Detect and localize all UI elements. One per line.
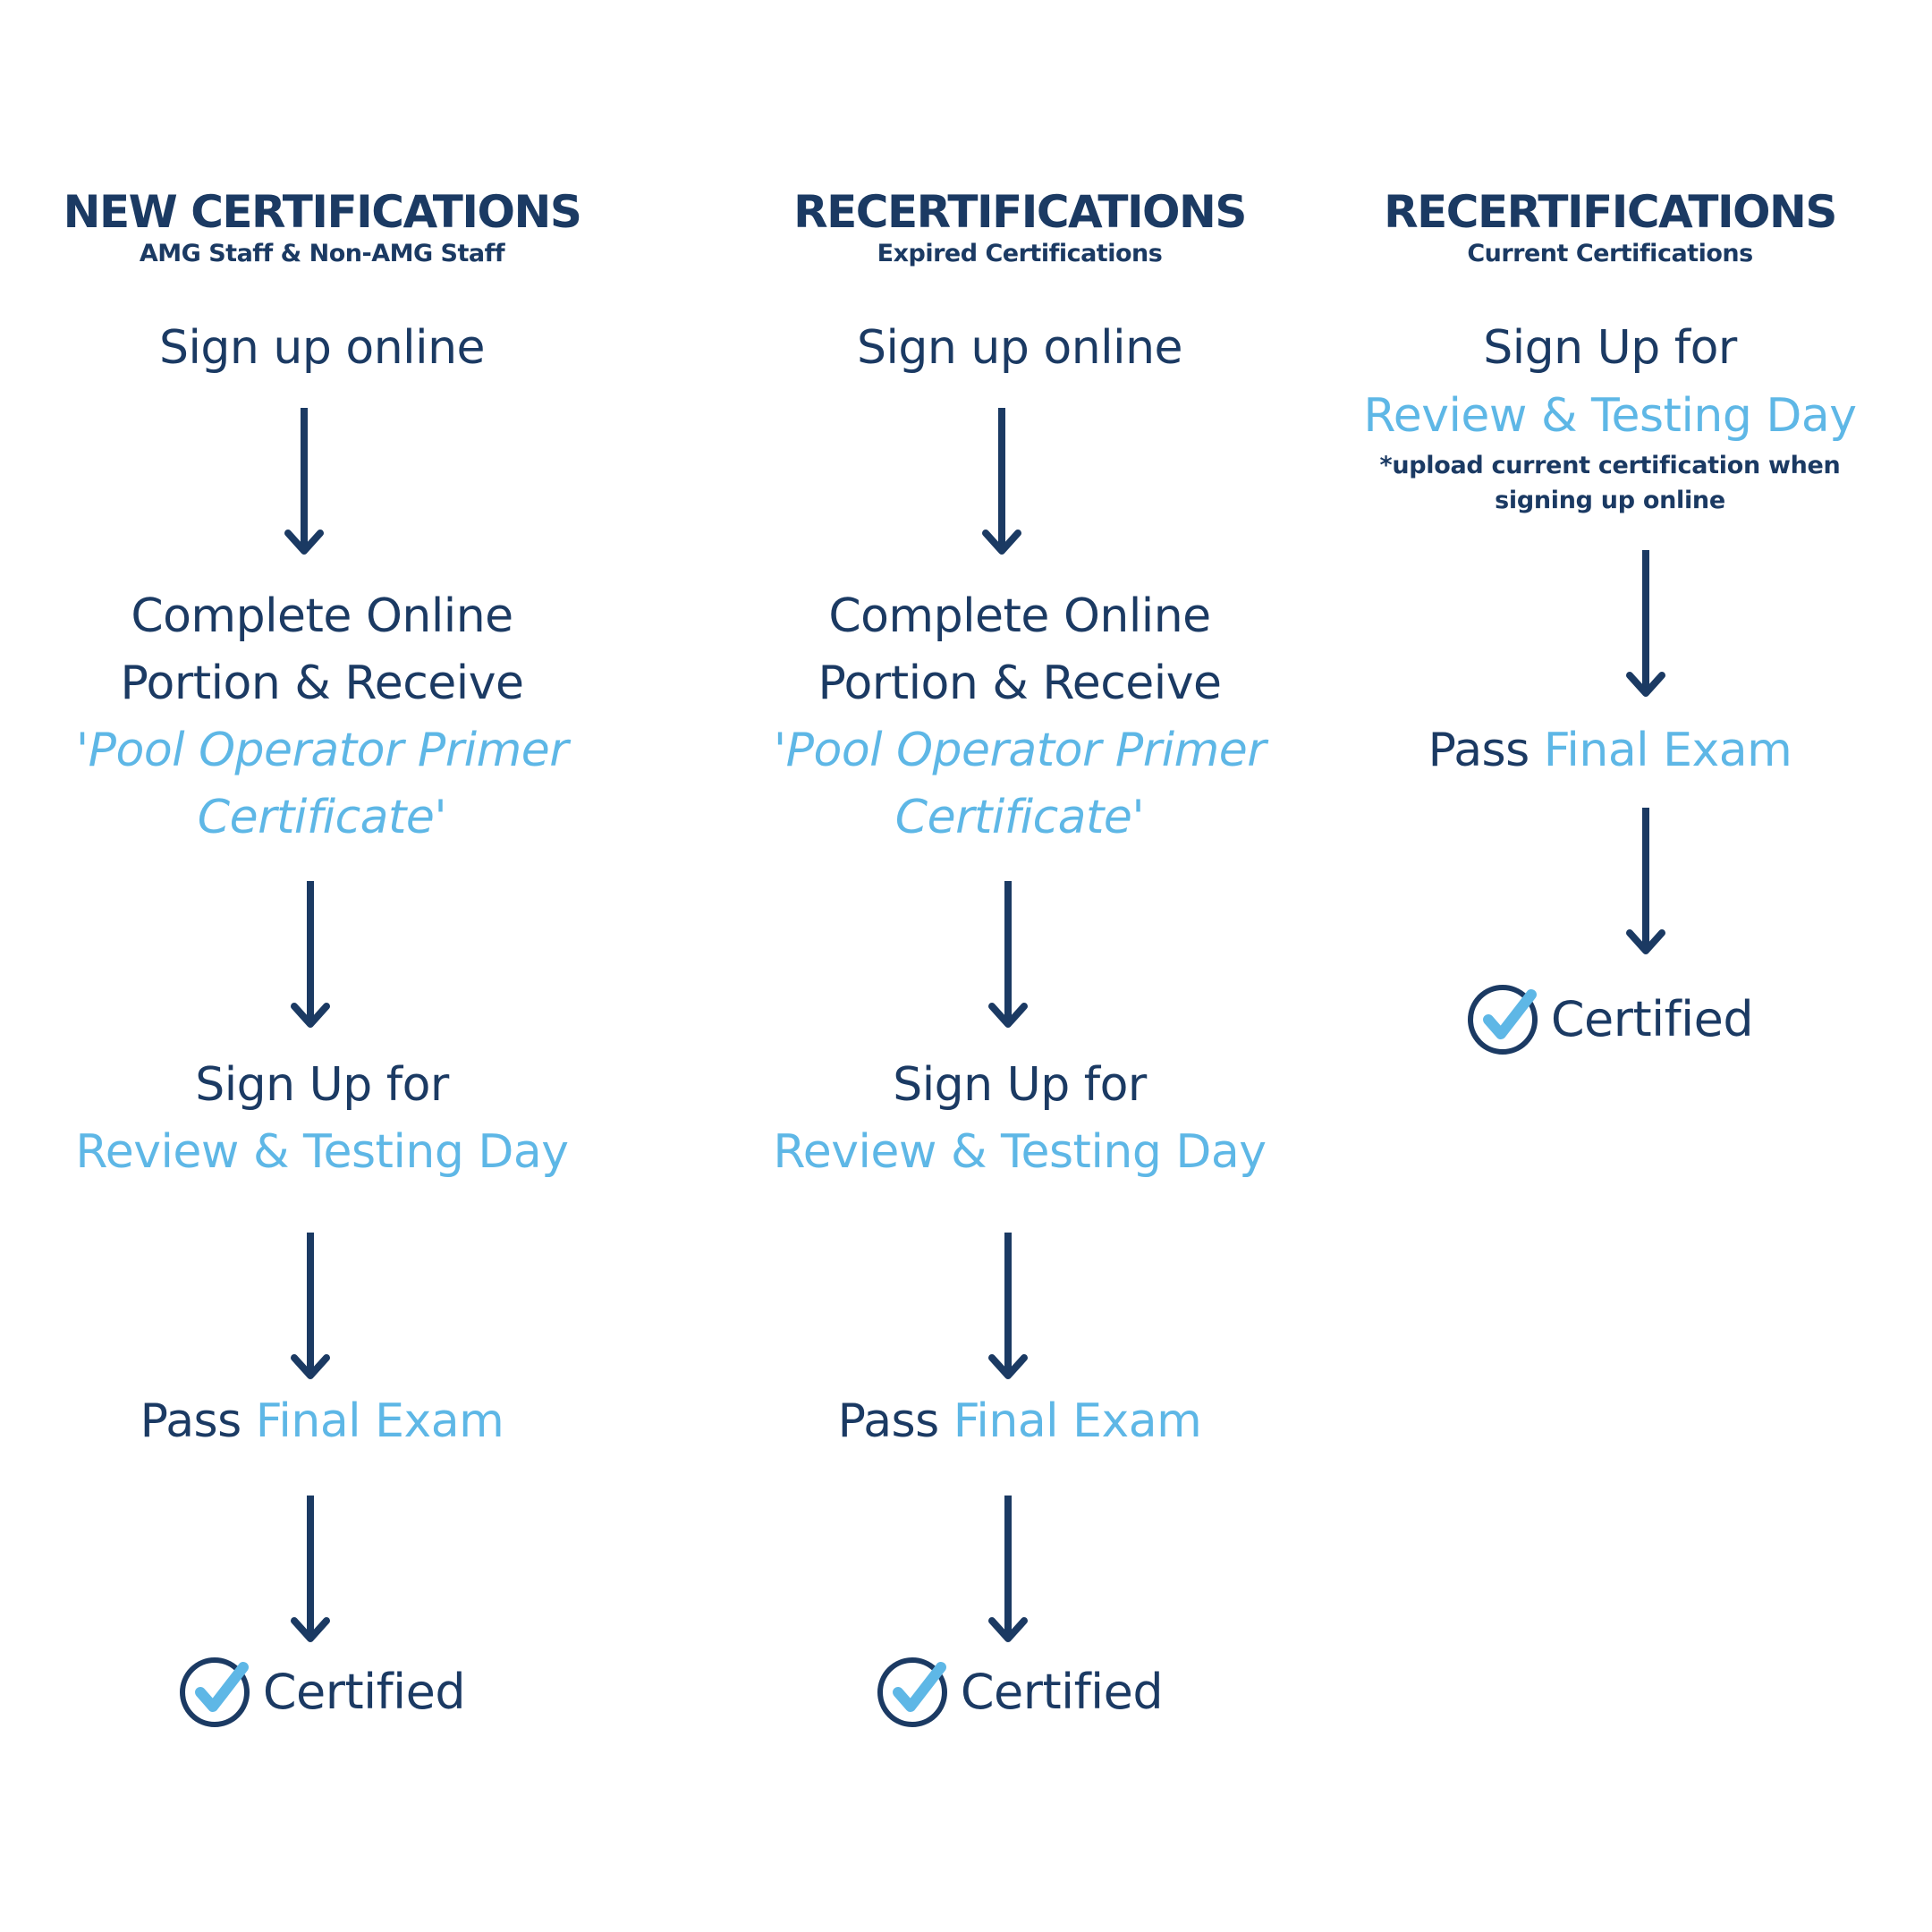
certified-label: Certified [960,1663,1164,1720]
down-arrow-icon [988,1233,1028,1381]
column-new-certifications: NEW CERTIFICATIONS AMG Staff & Non-AMG S… [0,0,644,1932]
certified-label: Certified [1550,990,1754,1047]
final-exam-label: Final Exam [953,1394,1202,1448]
step-complete-line1: Complete Online [131,589,513,643]
primer-certificate-line1: 'Pool Operator Primer [75,724,569,777]
down-arrow-icon [291,1233,330,1381]
down-arrow-icon [988,1496,1028,1644]
check-circle-icon [179,1655,252,1728]
column-recert-current: RECERTIFICATIONS Current Certifications … [1288,0,1932,1932]
certified-label: Certified [262,1663,466,1720]
step-complete-line2: Portion & Receive [120,657,525,710]
pass-prefix: Pass [837,1394,940,1448]
check-circle-icon [877,1655,950,1728]
column-title: NEW CERTIFICATIONS [63,186,582,238]
step-pass-final-exam: Pass Final Exam [0,1388,644,1454]
primer-certificate-line2: Certificate' [894,791,1145,844]
column-subtitle: Expired Certifications [877,240,1163,267]
step-complete-line1: Complete Online [828,589,1211,643]
upload-note-line1: *upload current certification when [1379,452,1841,479]
step-review-line2: Review & Testing Day [75,1125,569,1179]
step-review-line1: Sign Up for [1483,321,1737,375]
down-arrow-icon [291,881,330,1030]
down-arrow-icon [291,1496,330,1644]
column-recert-expired: RECERTIFICATIONS Expired Certifications … [698,0,1342,1932]
primer-certificate-line2: Certificate' [197,791,447,844]
pass-prefix: Pass [1428,724,1530,777]
column-title: RECERTIFICATIONS [1384,186,1837,238]
step-pass-final-exam: Pass Final Exam [1288,717,1932,784]
pass-prefix: Pass [140,1394,242,1448]
step-pass-final-exam: Pass Final Exam [698,1388,1342,1454]
step-review-line1: Sign Up for [195,1058,449,1112]
column-subtitle: Current Certifications [1467,240,1753,267]
check-circle-icon [1467,982,1540,1055]
certified-row: Certified [1288,982,1932,1055]
certified-row: Certified [0,1655,644,1728]
column-title: RECERTIFICATIONS [793,186,1247,238]
upload-note-line2: signing up online [1495,487,1725,514]
step-review-line2: Review & Testing Day [773,1125,1267,1179]
step-sign-up-online: Sign up online [158,321,486,375]
certified-row: Certified [698,1655,1342,1728]
down-arrow-icon [988,881,1028,1030]
down-arrow-icon [284,408,324,556]
down-arrow-icon [1626,808,1665,956]
down-arrow-icon [1626,550,1665,699]
column-subtitle: AMG Staff & Non-AMG Staff [139,240,505,267]
step-complete-line2: Portion & Receive [818,657,1223,710]
final-exam-label: Final Exam [1543,724,1792,777]
step-review-line2: Review & Testing Day [1363,389,1857,443]
step-review-line1: Sign Up for [893,1058,1147,1112]
final-exam-label: Final Exam [255,1394,504,1448]
primer-certificate-line1: 'Pool Operator Primer [773,724,1267,777]
step-sign-up-online: Sign up online [856,321,1183,375]
down-arrow-icon [982,408,1021,556]
